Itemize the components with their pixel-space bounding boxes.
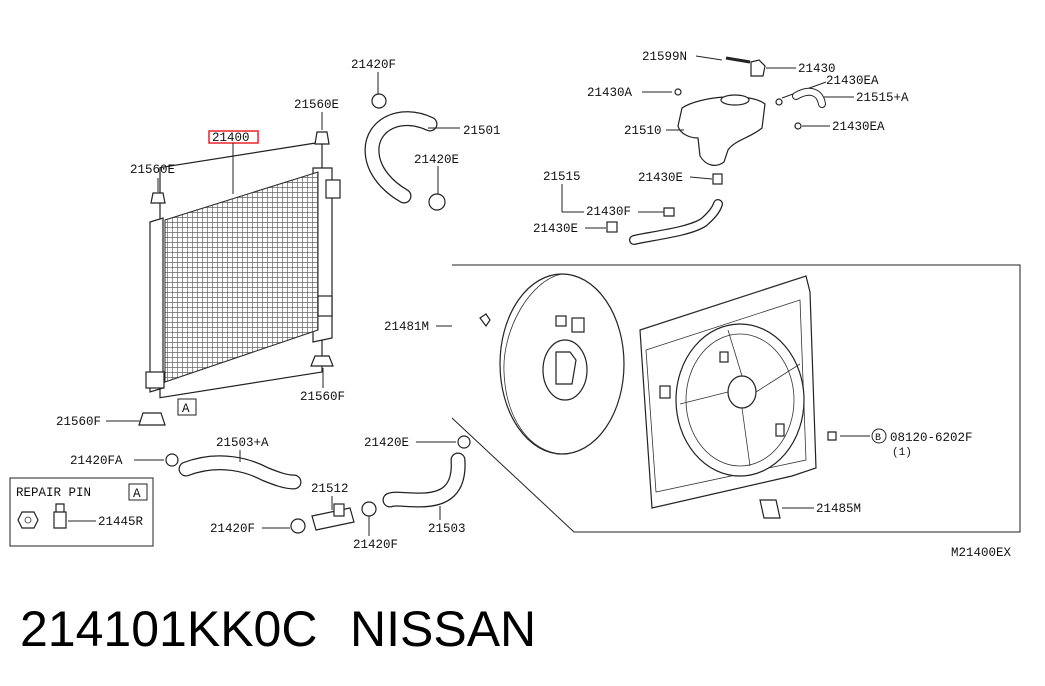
cap-21430	[750, 59, 766, 77]
clamp-21420F-low	[290, 518, 306, 534]
clamp-21420F-low2	[361, 501, 377, 517]
repair-pin-title: REPAIR PIN	[16, 486, 91, 500]
clamp-top	[371, 93, 387, 109]
repair-pin-marker: A	[133, 487, 141, 501]
label-21420FA: 21420FA	[70, 454, 123, 468]
label-21503A: 21503+A	[216, 436, 269, 450]
hose-21515	[629, 199, 723, 245]
label-21512: 21512	[311, 482, 349, 496]
label-21560F-right: 21560F	[300, 390, 345, 404]
label-21430E-a: 21430E	[638, 171, 683, 185]
label-21515: 21515	[543, 170, 581, 184]
clamp-21420E-top	[428, 193, 446, 211]
grommet-21560E-top	[314, 131, 330, 145]
grommet-21560E-left	[150, 192, 166, 204]
label-21560E-top: 21560E	[294, 98, 339, 112]
label-21481M: 21481M	[384, 320, 429, 334]
reservoir-tank-21510	[677, 94, 766, 166]
label-21430E-b: 21430E	[533, 222, 578, 236]
label-21420E-top: 21420E	[414, 153, 459, 167]
label-08120: 08120-6202F	[890, 431, 973, 445]
radiator	[145, 141, 341, 399]
hose-21503	[382, 452, 466, 508]
grommet-21560F-left	[138, 412, 166, 426]
bolt-08120	[827, 431, 837, 441]
fan-shroud	[639, 275, 817, 509]
diagram-code: M21400EX	[951, 546, 1012, 560]
label-21430F: 21430F	[586, 205, 631, 219]
label-21485M: 21485M	[816, 502, 861, 516]
bracket-21485M	[759, 499, 781, 519]
label-21400: 21400	[212, 131, 250, 145]
label-21430EA-b: 21430EA	[832, 120, 885, 134]
label-21510: 21510	[624, 124, 662, 138]
lower-hose-21503A	[178, 455, 302, 490]
connector-21512	[311, 503, 355, 531]
label-21445R: 21445R	[98, 515, 144, 529]
fan-motor-21481M	[479, 273, 625, 455]
label-21420F-top: 21420F	[351, 58, 396, 72]
label-21599N: 21599N	[642, 50, 687, 64]
marker-b: B	[875, 433, 881, 444]
footer-part-number: 214101KK0C	[20, 601, 317, 657]
label-08120-qty: (1)	[892, 447, 912, 459]
clamp-21420FA	[165, 453, 179, 467]
marker-a: A	[182, 402, 190, 416]
label-21420E-mid: 21420E	[364, 436, 409, 450]
marker-b-circle	[871, 428, 887, 444]
clamp-21420E-mid	[457, 435, 471, 449]
label-21430A: 21430A	[587, 86, 633, 100]
label-21430: 21430	[798, 62, 836, 76]
upper-hose-21501	[364, 111, 438, 204]
label-21515A: 21515+A	[856, 91, 909, 105]
fan-group-frame	[451, 264, 1021, 533]
grommet-21560F-right	[310, 355, 334, 367]
label-21420F-low2: 21420F	[353, 538, 398, 552]
label-21420F-low: 21420F	[210, 522, 255, 536]
label-21430EA-a: 21430EA	[826, 74, 879, 88]
label-21503: 21503	[428, 522, 466, 536]
label-21560F-left: 21560F	[56, 415, 101, 429]
label-21560E-left: 21560E	[130, 163, 175, 177]
footer-brand: NISSAN	[350, 601, 536, 657]
marker-a-box	[177, 398, 197, 416]
repair-pin-box: REPAIR PIN A 21445R	[9, 477, 154, 547]
label-21501: 21501	[463, 124, 501, 138]
